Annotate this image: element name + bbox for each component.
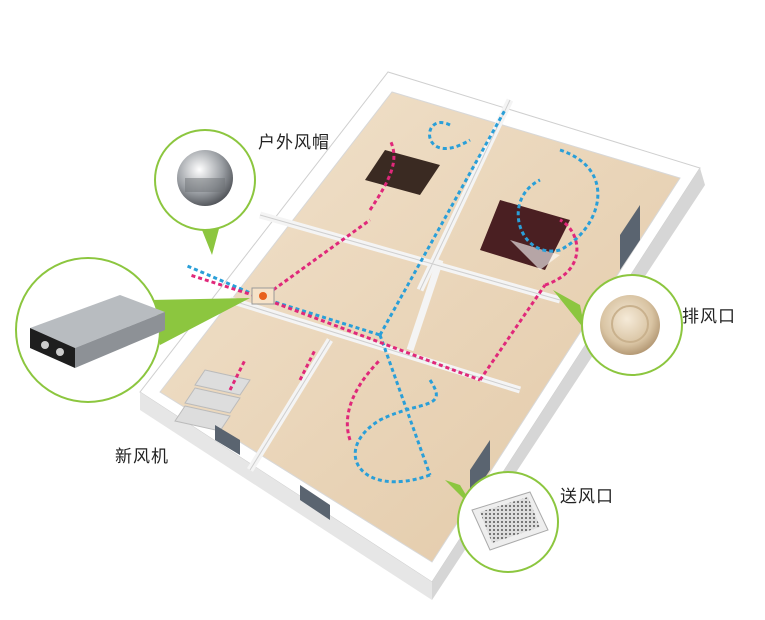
supply-vent-callout: [457, 471, 559, 573]
label-exhaust-vent: 排风口: [682, 307, 736, 327]
exhaust-vent-callout: [581, 274, 683, 376]
label-outdoor-hood: 户外风帽: [258, 133, 330, 153]
label-supply-vent: 送风口: [560, 487, 614, 507]
outdoor-hood-callout: [154, 129, 256, 231]
supply-air-ducts: [184, 109, 600, 484]
fresh-air-unit-image: [30, 295, 165, 348]
exhaust-air-ducts: [189, 139, 579, 441]
label-fresh-air-unit: 新风机: [115, 447, 169, 467]
exhaust-vent-image: [600, 295, 660, 355]
fresh-air-unit-callout: [15, 257, 165, 403]
